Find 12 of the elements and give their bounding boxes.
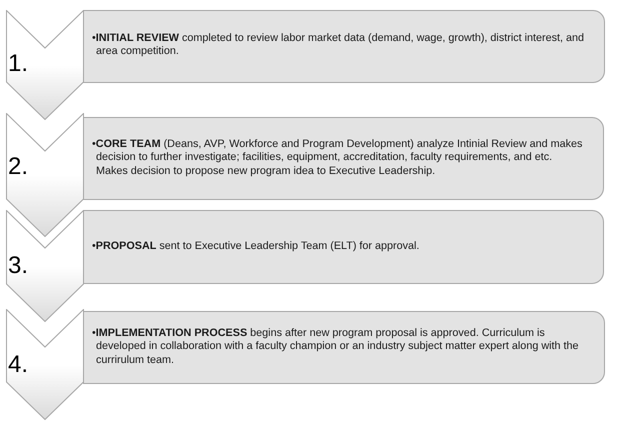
step-box xyxy=(83,117,604,200)
step-box xyxy=(83,311,605,384)
step-number: 3. xyxy=(8,254,28,278)
step-number: 1. xyxy=(8,52,28,76)
step-description: •PROPOSAL sent to Executive Leadership Team (ELT) for approval. xyxy=(92,240,420,254)
step-description: •CORE TEAM (Deans, AVP, Workforce and Program Development) analyze Intinial Review and makes decision to further investigate; facilities, equipment, accreditation, faculty requirements, and etc. Makes decision to propose new program idea to Executive Leadership. xyxy=(92,138,584,178)
step-description: •INITIAL REVIEW completed to review labor market data (demand, wage, growth), district interest, and area competition. xyxy=(92,32,586,59)
step-box xyxy=(83,210,604,284)
step-number: 2. xyxy=(8,155,28,179)
step-description: •IMPLEMENTATION PROCESS begins after new program proposal is approved. Curriculum is developed in collaboration with a faculty champion or an industry subject matter expert along with the currirulum team. xyxy=(92,327,580,367)
step-number: 4. xyxy=(8,353,28,377)
step-box xyxy=(83,10,605,83)
